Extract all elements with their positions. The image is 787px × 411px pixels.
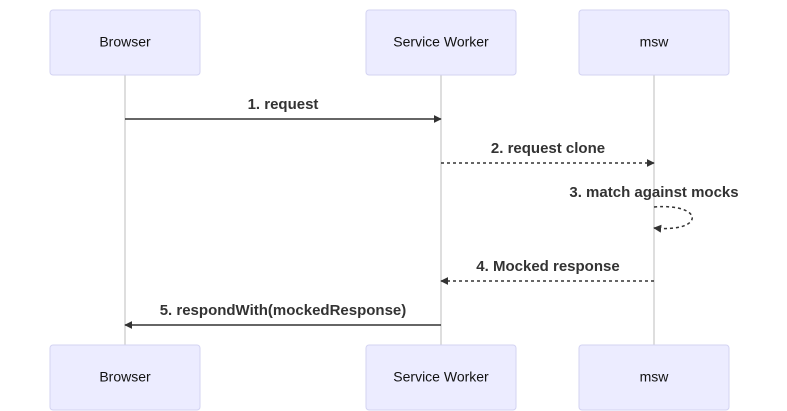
actor-box	[578, 9, 730, 76]
message-3: 3. match against mocks	[569, 184, 739, 233]
actor-label-service-worker: Service Worker	[393, 369, 489, 385]
message-5-label: 5. respondWith(mockedResponse)	[160, 302, 407, 319]
actor-service-worker-top: Service Worker	[365, 9, 517, 76]
message-3-label: 3. match against mocks	[569, 184, 738, 201]
actor-browser-top: Browser	[49, 9, 201, 76]
actor-box	[578, 344, 730, 411]
actor-msw-bottom: msw	[578, 344, 730, 411]
actor-box	[365, 344, 517, 411]
actor-service-worker-bottom: Service Worker	[365, 344, 517, 411]
message-2-label: 2. request clone	[491, 140, 605, 157]
actor-label-browser: Browser	[99, 369, 151, 385]
actor-label-msw: msw	[640, 369, 670, 385]
actor-label-service-worker: Service Worker	[393, 34, 489, 50]
actor-browser-bottom: Browser	[49, 344, 201, 411]
message-5: 5. respondWith(mockedResponse)	[124, 302, 441, 329]
actor-box	[49, 344, 201, 411]
actor-box	[49, 9, 201, 76]
message-1: 1. request	[125, 96, 442, 123]
actor-msw-top: msw	[578, 9, 730, 76]
message-3-self-loop-arrow	[653, 205, 693, 233]
actor-label-msw: msw	[640, 34, 670, 50]
message-4-label: 4. Mocked response	[476, 258, 619, 275]
actor-box	[365, 9, 517, 76]
message-2: 2. request clone	[441, 140, 655, 167]
actor-label-browser: Browser	[99, 34, 151, 50]
message-4: 4. Mocked response	[440, 258, 654, 285]
message-1-label: 1. request	[248, 96, 319, 113]
